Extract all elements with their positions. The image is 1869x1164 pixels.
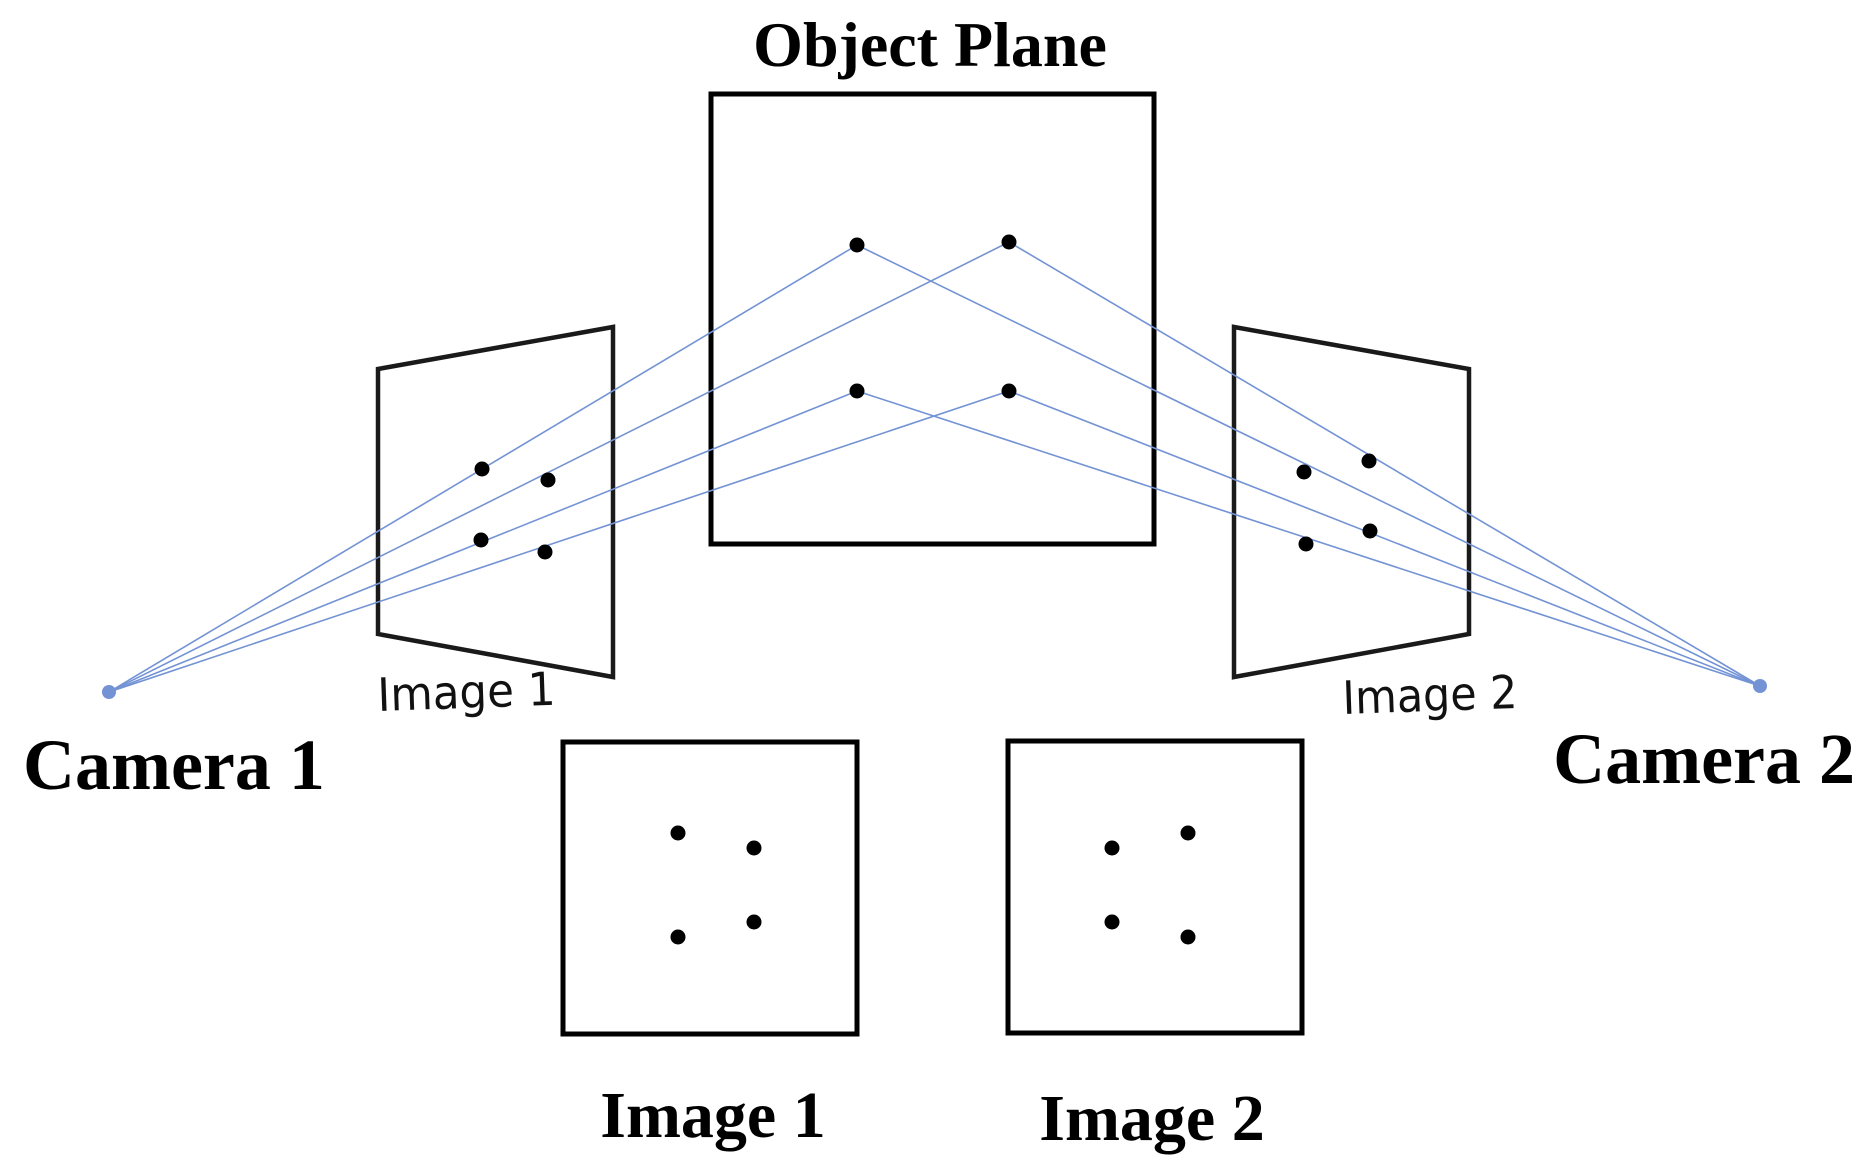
image-2-view-label: Image 2 <box>1039 1082 1264 1155</box>
image-point <box>1180 929 1196 945</box>
image-point <box>746 914 762 930</box>
image-point <box>670 929 686 945</box>
projected-point <box>1362 523 1378 539</box>
camera-2-rays <box>856 241 1761 687</box>
image-2-view-frame <box>1005 738 1305 1036</box>
camera-2-center <box>1753 679 1767 693</box>
projected-point <box>537 544 553 560</box>
image-2-view-points <box>1104 825 1196 945</box>
image-2-perspective-label: Image 2 <box>1341 665 1518 725</box>
image-point <box>1180 825 1196 841</box>
projected-point <box>540 472 556 488</box>
image-1-perspective-label: Image 1 <box>376 662 556 722</box>
image-point <box>1104 914 1120 930</box>
image-point <box>670 825 686 841</box>
image-2-perspective-plane <box>1231 324 1472 680</box>
image-point <box>746 840 762 856</box>
ray <box>1008 241 1761 687</box>
image-2-perspective-points <box>1296 453 1378 552</box>
projected-point <box>474 461 490 477</box>
image-1-perspective-points <box>473 461 556 560</box>
camera-1-label: Camera 1 <box>23 725 325 805</box>
camera-1-rays <box>108 241 1010 693</box>
ray <box>108 390 1010 693</box>
object-point <box>1001 234 1017 250</box>
image-1-perspective-plane <box>375 324 616 680</box>
image-1-view-frame <box>560 739 860 1037</box>
camera-2-label: Camera 2 <box>1553 719 1855 799</box>
image-point <box>1104 840 1120 856</box>
ray <box>1008 390 1761 687</box>
ray <box>108 241 1010 693</box>
object-plane-title: Object Plane <box>753 9 1107 80</box>
projected-point <box>473 532 489 548</box>
projected-point <box>1298 536 1314 552</box>
object-point <box>849 383 865 399</box>
object-point <box>1001 383 1017 399</box>
image-1-view-label: Image 1 <box>600 1079 825 1152</box>
camera-1-center <box>102 685 116 699</box>
projected-point <box>1361 453 1377 469</box>
projected-point <box>1296 464 1312 480</box>
object-points <box>849 234 1017 399</box>
object-plane-frame <box>708 91 1157 547</box>
object-point <box>849 237 865 253</box>
ray <box>856 244 1761 687</box>
image-1-view-points <box>670 825 762 945</box>
